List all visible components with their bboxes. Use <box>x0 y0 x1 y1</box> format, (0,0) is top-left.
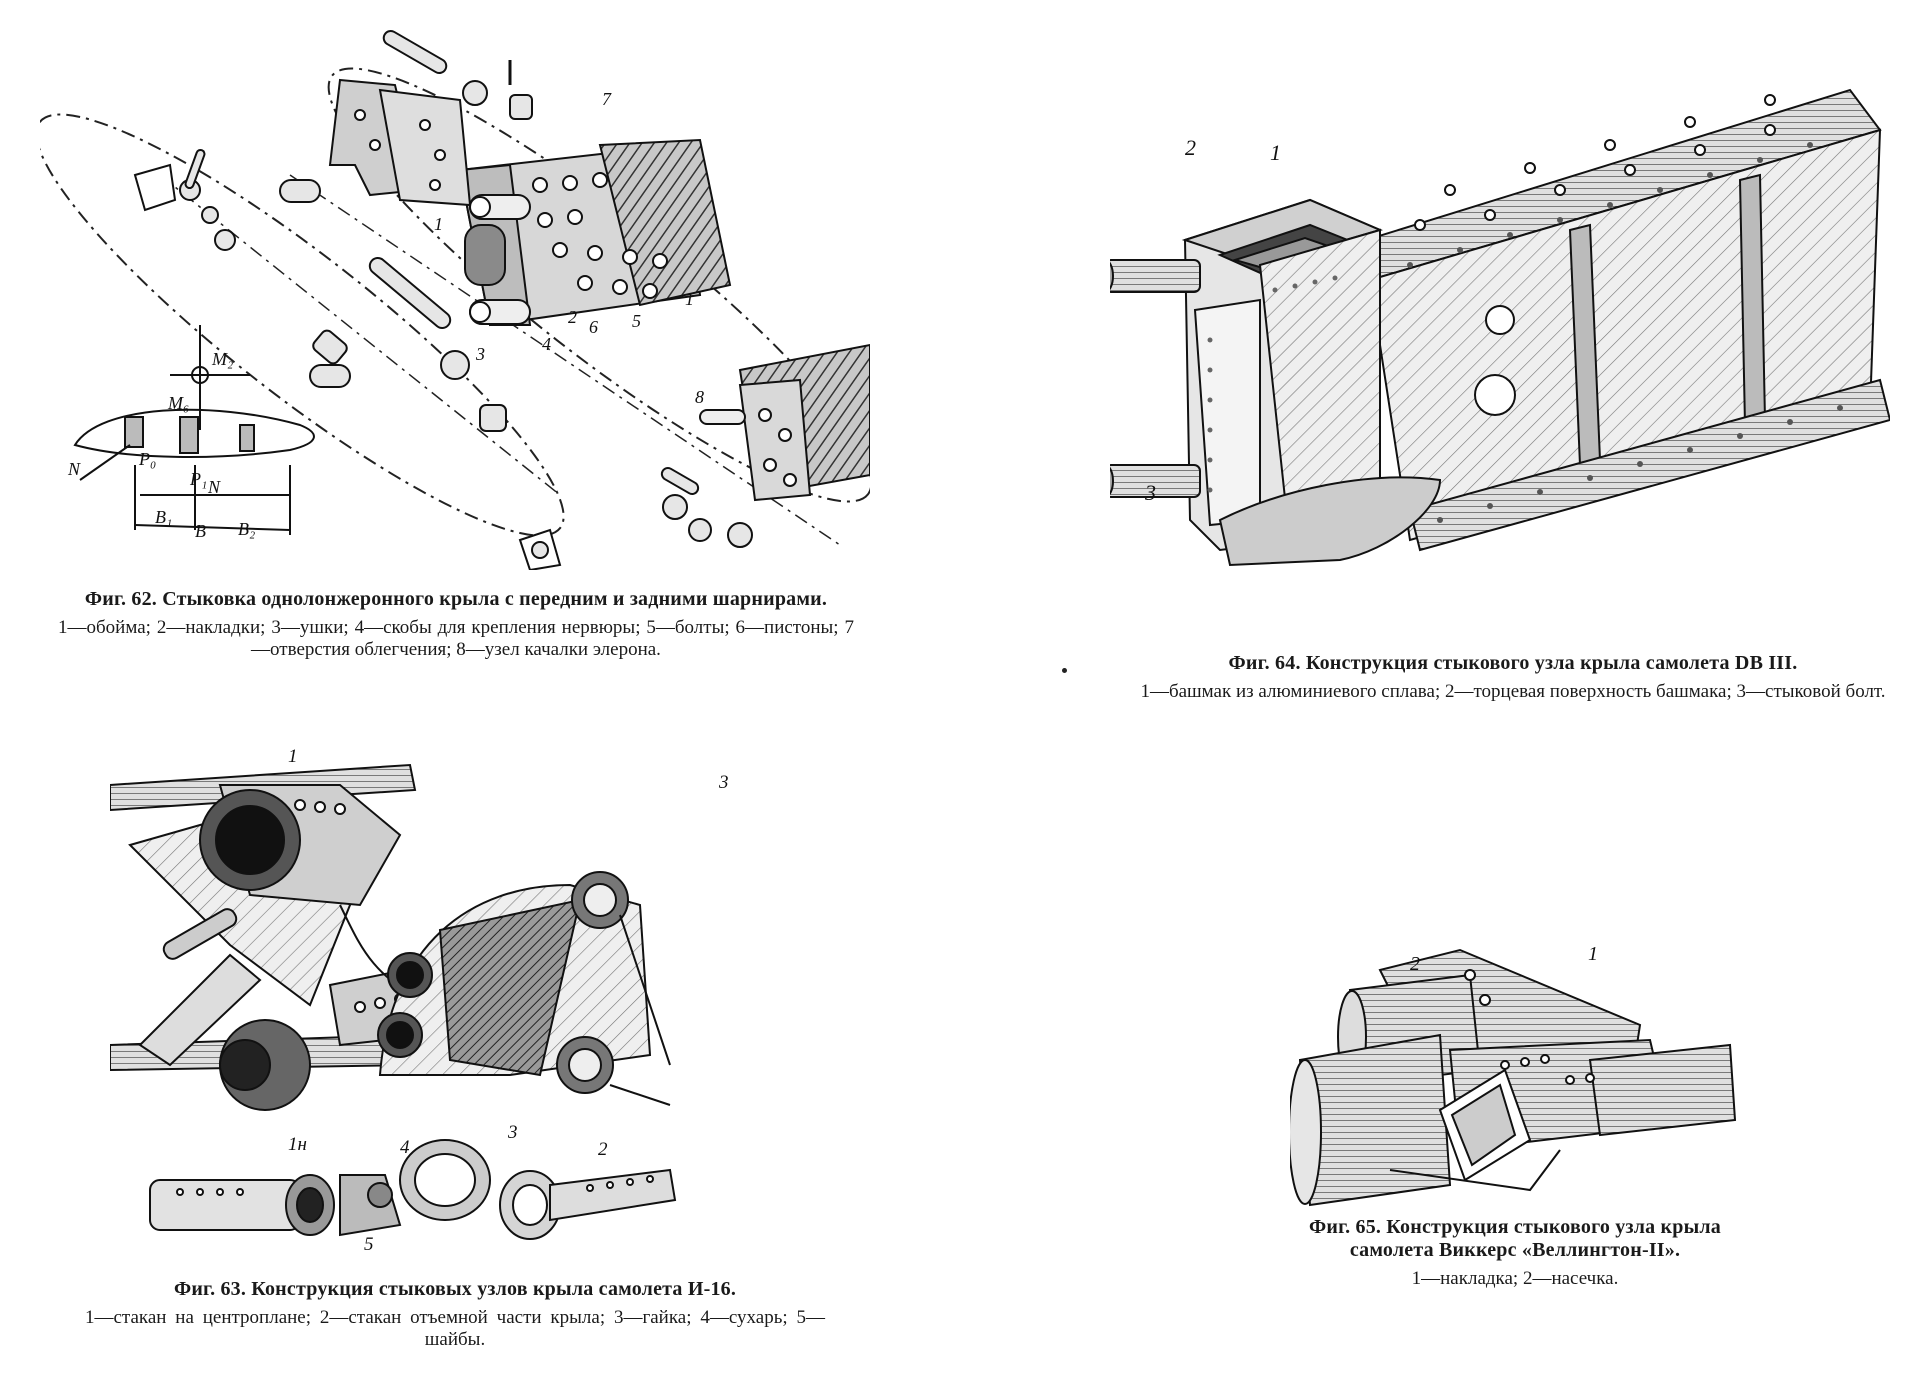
label-2: 2 <box>598 1139 608 1160</box>
label-3: 3 <box>1144 480 1156 505</box>
figure-64-title: Фиг. 64. Конструкция стыкового узла крыл… <box>1228 652 1798 674</box>
label-b2: B₂ <box>238 519 255 539</box>
label-1b: 1 <box>685 289 694 309</box>
label-5: 5 <box>632 311 641 331</box>
label-8: 8 <box>695 387 704 407</box>
figure-64-caption: Фиг. 64. Конструкция стыкового узла крыл… <box>1128 652 1898 703</box>
figure-64-svg: 2 1 3 <box>1110 88 1890 567</box>
label-1: 1 <box>288 746 298 767</box>
page-speck <box>1062 668 1067 673</box>
figure-63-legend: 1—стакан на центроплане; 2—стакан отъемн… <box>85 1307 825 1350</box>
label-6: 6 <box>589 317 598 337</box>
figure-65-caption: Фиг. 65. Конструкция стыкового узла крыл… <box>1270 1216 1760 1290</box>
figure-64-labels: 2 1 3 <box>1144 135 1281 505</box>
figure-62-labels: 7 1 2 6 5 4 3 1 8 M₂ M₆ N N P₀ P₁ B₁ B B… <box>67 89 704 541</box>
tube-joint <box>1290 948 1737 1207</box>
exploded-parts <box>149 1139 677 1240</box>
side-plates <box>328 78 472 207</box>
dashed-guide-ellipse <box>40 113 565 537</box>
wing-root-right <box>377 871 671 1106</box>
pins-and-nuts <box>133 30 753 570</box>
label-3-top: 3 <box>718 772 729 793</box>
spar-box <box>1348 88 1890 552</box>
figure-65-svg: 2 1 <box>1290 943 1737 1207</box>
figure-63-svg: 1 3 1н 4 3 2 5 <box>110 746 729 1250</box>
label-3: 3 <box>475 344 485 364</box>
figure-64-drawing: 2 1 3 <box>1110 50 1890 620</box>
figure-62-caption: Фиг. 62. Стыковка однолонжеронного крыла… <box>58 588 854 661</box>
aileron-rocker-node <box>699 343 870 502</box>
figure-65-drawing: 2 1 <box>1290 940 1750 1210</box>
label-7: 7 <box>602 89 612 109</box>
label-1: 1 <box>434 214 443 234</box>
label-n: N <box>67 459 81 479</box>
label-2: 2 <box>1410 953 1420 975</box>
label-1n: 1н <box>288 1134 307 1155</box>
label-2: 2 <box>568 307 577 327</box>
figure-63-drawing: 1 3 1н 4 3 2 5 <box>110 745 830 1250</box>
label-p0: P₀ <box>138 449 156 469</box>
figure-65-legend: 1—накладка; 2—насечка. <box>1411 1268 1619 1289</box>
label-2: 2 <box>1185 135 1196 160</box>
figure-63-caption: Фиг. 63. Конструкция стыковых узлов крыл… <box>85 1278 825 1351</box>
figure-64-legend: 1—башмак из алюминиевого сплава; 2—торце… <box>1140 681 1886 702</box>
figure-62-title: Фиг. 62. Стыковка однолонжеронного крыла… <box>84 588 828 610</box>
figure-62-drawing: 7 1 2 6 5 4 3 1 8 M₂ M₆ N N P₀ P₁ B₁ B B… <box>40 25 870 570</box>
aluminium-shoe <box>1181 198 1442 567</box>
label-b: B <box>195 521 206 541</box>
wing-profile-diagram <box>73 325 315 535</box>
main-fitting-block <box>458 138 732 327</box>
label-m2: M₂ <box>211 349 233 369</box>
joint-bolts <box>1110 259 1201 498</box>
label-p1: P₁ <box>189 469 207 489</box>
figure-63-title: Фиг. 63. Конструкция стыковых узлов крыл… <box>173 1278 737 1300</box>
figure-65-labels: 2 1 <box>1410 943 1598 975</box>
label-n2: N <box>207 477 221 497</box>
figure-65-title: Фиг. 65. Конструкция стыкового узла крыл… <box>1308 1216 1722 1261</box>
label-1: 1 <box>1588 943 1598 965</box>
label-b1: B₁ <box>155 507 172 527</box>
label-m6: M₆ <box>167 393 189 413</box>
label-4: 4 <box>542 334 551 354</box>
label-3: 3 <box>507 1122 518 1143</box>
figure-62-legend: 1—обойма; 2—накладки; 3—ушки; 4—скобы дл… <box>58 617 854 660</box>
figure-62-svg: 7 1 2 6 5 4 3 1 8 M₂ M₆ N N P₀ P₁ B₁ B B… <box>40 30 870 570</box>
label-1: 1 <box>1270 140 1281 165</box>
label-5: 5 <box>364 1234 374 1250</box>
figure-63-labels: 1 3 1н 4 3 2 5 <box>288 746 729 1250</box>
label-4: 4 <box>400 1137 410 1158</box>
